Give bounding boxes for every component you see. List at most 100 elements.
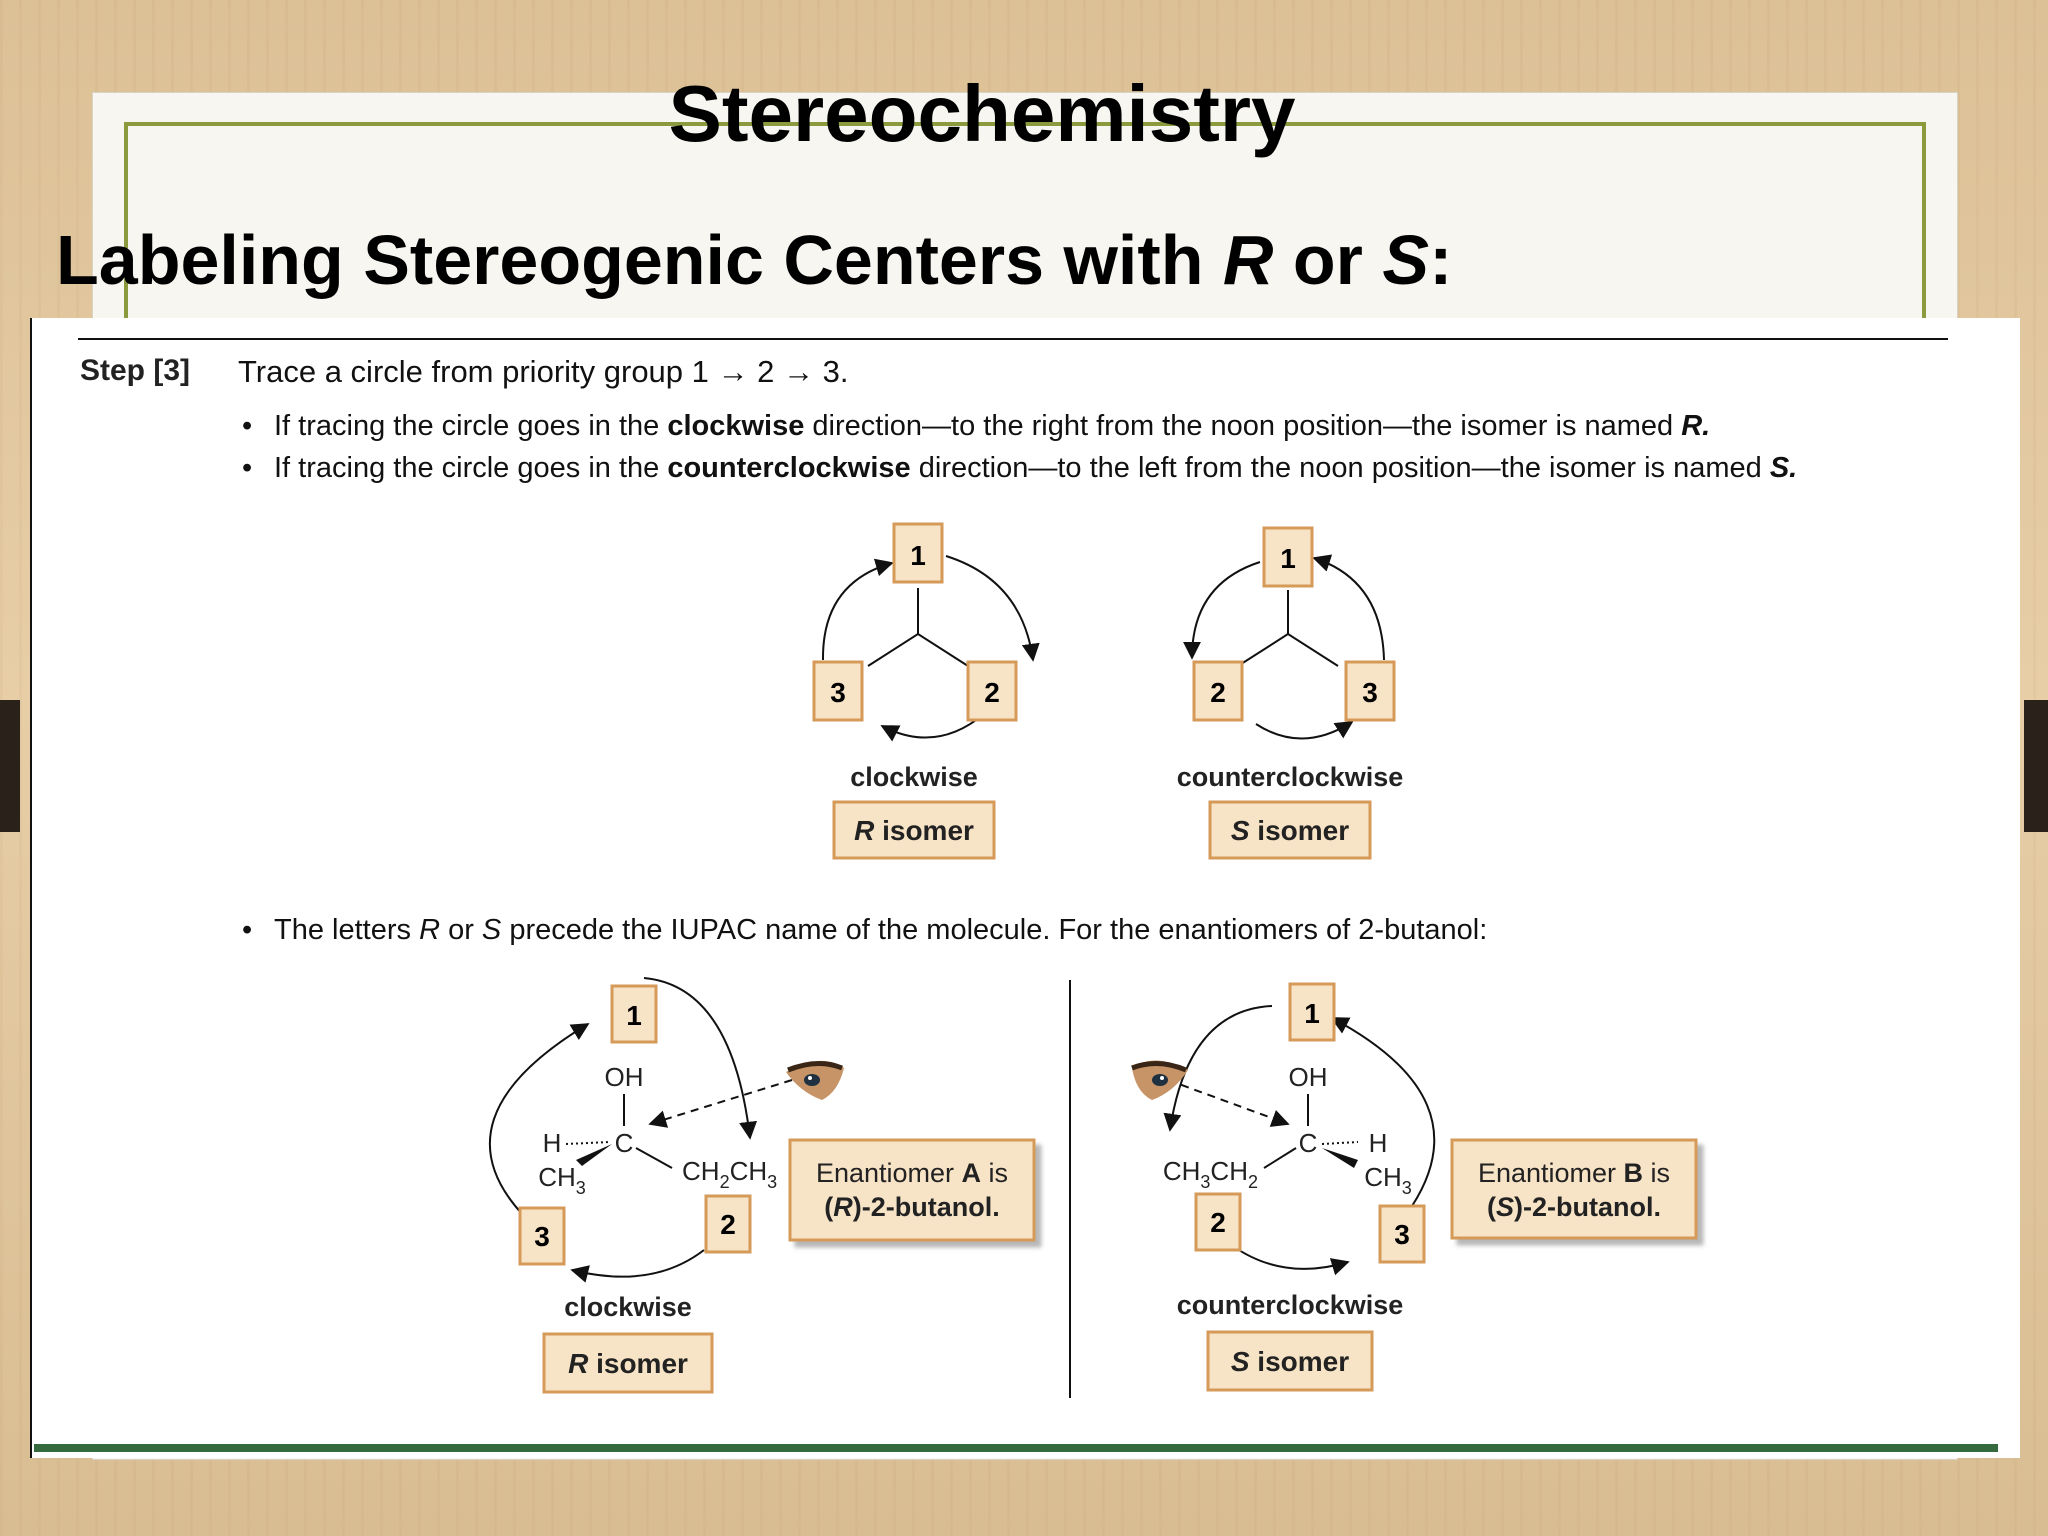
bullet-text: precede the IUPAC name of the molecule. … xyxy=(501,914,1488,946)
priority-number-2: 2 xyxy=(1210,677,1226,708)
bullet-clockwise: • If tracing the circle goes in the cloc… xyxy=(242,410,1711,443)
wedge-bond xyxy=(576,1144,612,1166)
enantiomer-callout xyxy=(788,1138,1036,1242)
bullet-text: If tracing the circle goes in the xyxy=(274,452,668,484)
bond-line xyxy=(1287,633,1339,667)
callout-line-1: Enantiomer B is xyxy=(1478,1158,1670,1188)
subtitle-s: S xyxy=(1382,221,1430,299)
top-left-diagram: 1 2 3 clockwise R isomer xyxy=(812,522,1040,860)
priority-number-1: 1 xyxy=(1280,543,1296,574)
background-band-right xyxy=(2024,700,2048,832)
arrow-3-to-1 xyxy=(1312,554,1385,661)
callout-line-2: (R)-2-butanol. xyxy=(824,1192,999,1222)
subtitle-r: R xyxy=(1222,221,1274,299)
oh-group: OH xyxy=(1289,1062,1328,1092)
subtitle-or: or xyxy=(1273,221,1383,299)
priority-number-2: 2 xyxy=(984,677,1000,708)
priority-number-1: 1 xyxy=(1304,998,1320,1029)
arrow-2-to-3 xyxy=(1255,721,1354,740)
priority-box-2 xyxy=(704,1194,752,1254)
slide-subtitle: Labeling Stereogenic Centers with R or S… xyxy=(56,220,1452,300)
direction-label: clockwise xyxy=(850,762,978,792)
slide-title: Stereochemistry xyxy=(668,69,1296,158)
subtitle-colon: : xyxy=(1429,221,1453,299)
isomer-label: R isomer xyxy=(854,815,974,846)
priority-box-2 xyxy=(966,660,1018,722)
step-text: Trace a circle from priority group 1 → 2… xyxy=(238,354,849,389)
bullet-text: The letters xyxy=(274,914,420,946)
bond-line xyxy=(1263,1147,1297,1169)
bullet-end: S. xyxy=(1769,452,1798,484)
methyl-group: CH3 xyxy=(1364,1162,1412,1198)
isomer-box xyxy=(542,1332,714,1394)
bullet-r: R xyxy=(419,914,441,946)
bullet-dot: • xyxy=(242,914,253,946)
bullet-dot: • xyxy=(242,410,253,442)
priority-box-3 xyxy=(1378,1204,1426,1264)
priority-number-3: 3 xyxy=(1362,677,1378,708)
priority-number-1: 1 xyxy=(910,540,926,571)
callout-line-1: Enantiomer A is xyxy=(816,1158,1008,1188)
bullet-end: R. xyxy=(1681,410,1711,442)
carbon-center: C xyxy=(1299,1128,1318,1158)
top-rule xyxy=(78,338,1948,340)
bond-line xyxy=(1237,633,1289,667)
priority-number-3: 3 xyxy=(830,677,846,708)
isomer-label: S isomer xyxy=(1231,1346,1349,1377)
priority-box-1 xyxy=(610,984,658,1044)
hydrogen: H xyxy=(1369,1128,1388,1158)
bullet-text: or xyxy=(440,914,482,946)
priority-number-1: 1 xyxy=(626,1000,642,1031)
bullet-counterclockwise: • If tracing the circle goes in the coun… xyxy=(242,452,1798,485)
arrow-3-to-1 xyxy=(1330,1017,1436,1207)
bullet-text: If tracing the circle goes in the xyxy=(274,410,668,442)
oh-group: OH xyxy=(605,1062,644,1092)
arrow-2-to-3 xyxy=(1229,1243,1350,1276)
subtitle-text: Labeling Stereogenic Centers with xyxy=(56,221,1223,299)
bullet-dot: • xyxy=(242,452,253,484)
priority-number-3: 3 xyxy=(1394,1219,1410,1250)
hashed-bond xyxy=(1321,1141,1359,1145)
eye-icon xyxy=(786,1060,844,1100)
isomer-label: S isomer xyxy=(1231,815,1349,846)
priority-box-1 xyxy=(1288,982,1336,1042)
priority-box-3 xyxy=(518,1206,566,1266)
priority-box-1 xyxy=(1262,526,1314,588)
bullet-iupac: • The letters R or S precede the IUPAC n… xyxy=(242,914,1488,947)
ethyl-group: CH3CH2 xyxy=(1163,1156,1258,1192)
direction-label: counterclockwise xyxy=(1177,762,1404,792)
arrow-1-to-2 xyxy=(1183,561,1261,660)
hydrogen: H xyxy=(543,1128,562,1158)
bond-line xyxy=(867,633,919,667)
direction-label: clockwise xyxy=(564,1292,692,1322)
viewing-line xyxy=(1167,1079,1290,1127)
bullet-s: S xyxy=(481,914,502,946)
step-label: Step [3] xyxy=(80,354,191,387)
priority-number-2: 2 xyxy=(720,1209,736,1240)
priority-box-1 xyxy=(892,522,944,584)
wedge-bond xyxy=(1322,1148,1358,1168)
isomer-box xyxy=(1206,1330,1374,1392)
textbook-figure: Step [3] Trace a circle from priority gr… xyxy=(30,318,2020,1458)
hashed-bond xyxy=(565,1141,611,1145)
priority-number-2: 2 xyxy=(1210,1207,1226,1238)
carbon-center: C xyxy=(615,1128,634,1158)
enantiomer-callout xyxy=(1450,1138,1698,1240)
viewing-line xyxy=(648,1079,793,1128)
bullet-text: direction—to the right from the noon pos… xyxy=(804,410,1682,442)
bullet-bold: counterclockwise xyxy=(667,452,911,484)
arrow-1-to-2 xyxy=(945,555,1040,662)
top-right-diagram: 1 2 3 counterclockwise S isomer xyxy=(1177,526,1404,860)
isomer-box xyxy=(1208,800,1372,860)
bond-line xyxy=(917,633,969,667)
bond-line xyxy=(635,1147,673,1169)
eye-icon xyxy=(1131,1060,1188,1100)
arrow-1-to-2 xyxy=(1163,1005,1273,1132)
bottom-right-diagram: OH C H CH3 CH3CH2 1 2 3 counterclockwise xyxy=(1131,982,1698,1392)
arrow-1-to-2 xyxy=(643,977,758,1140)
priority-box-2 xyxy=(1192,660,1244,722)
isomer-label: R isomer xyxy=(568,1348,688,1379)
bottom-left-diagram: OH C H CH3 CH2CH3 1 2 3 clockwise xyxy=(488,977,1036,1394)
bullet-bold: clockwise xyxy=(667,410,805,442)
priority-box-2 xyxy=(1194,1192,1242,1252)
